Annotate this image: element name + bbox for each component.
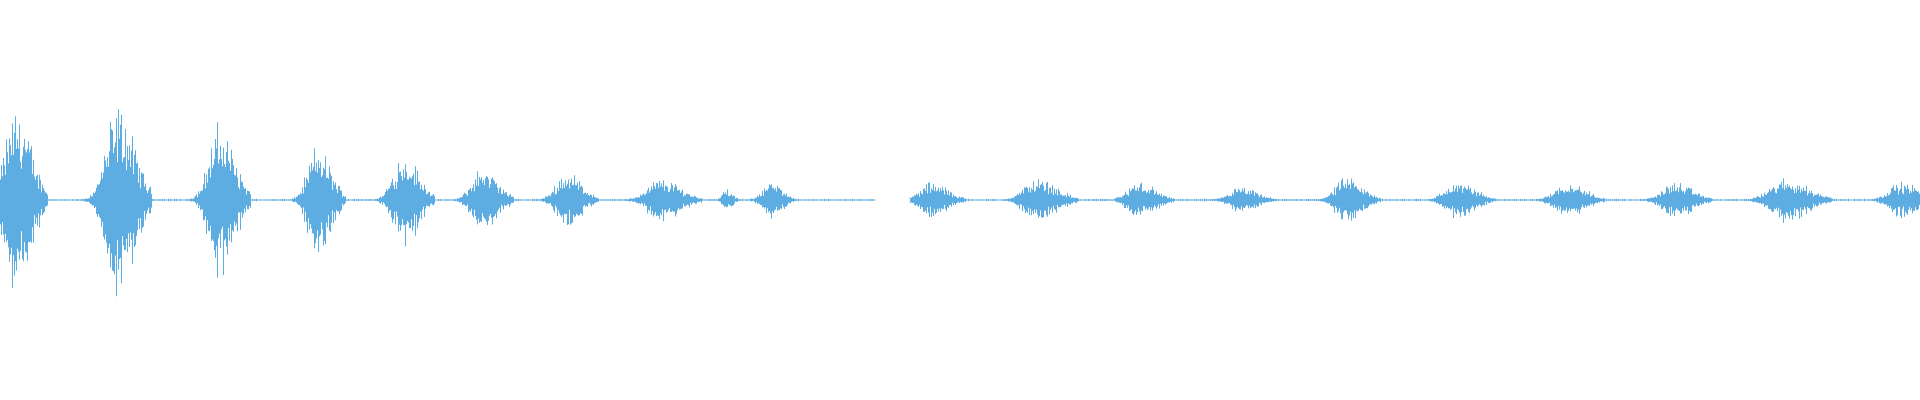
waveform-burst-5: [375, 163, 435, 247]
waveform-burst-2: [83, 109, 152, 297]
waveform-burst-10: [749, 184, 796, 219]
waveform-burst-6: [452, 171, 514, 226]
waveform-bursts: [0, 109, 1920, 297]
waveform-burst-9: [717, 189, 740, 208]
waveform-burst-12: [1003, 179, 1078, 218]
waveform-noise-floor: [0, 198, 1919, 202]
waveform-burst-16: [1428, 185, 1496, 219]
waveform-gap-1: [875, 198, 911, 202]
waveform-burst-13: [1109, 182, 1174, 215]
waveform-burst-1: [0, 116, 48, 288]
